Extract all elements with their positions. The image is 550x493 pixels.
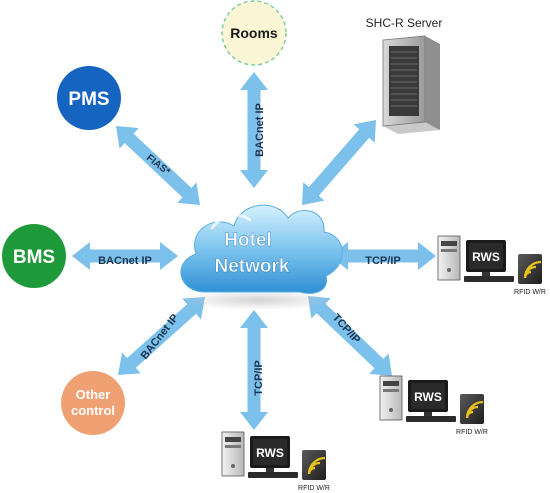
pms-node: PMS xyxy=(57,66,121,130)
rws-label: RWS xyxy=(256,446,284,460)
arrow-rws-bottom xyxy=(240,310,268,430)
monitor-icon xyxy=(406,380,456,422)
pc-tower-icon xyxy=(379,375,403,421)
link-label-bms: BACnet IP xyxy=(98,255,152,267)
pc-tower-icon xyxy=(437,235,461,281)
other-control-node: Other control xyxy=(61,371,125,435)
arrow-pms xyxy=(116,126,201,206)
server-rack-icon xyxy=(382,35,440,134)
hotel-network-cloud: Hotel Network xyxy=(178,204,343,310)
pc-tower-icon xyxy=(221,431,245,477)
rfid-reader-icon xyxy=(302,450,326,480)
other-label-line2: control xyxy=(71,403,115,418)
pms-label: PMS xyxy=(68,89,109,110)
rfid-label: RFID W/R xyxy=(514,289,546,296)
link-label-rws-right: TCP/IP xyxy=(365,255,400,267)
rooms-label: Rooms xyxy=(230,25,278,41)
link-label-other: BACnet IP xyxy=(139,312,182,362)
rws-label: RWS xyxy=(414,390,442,404)
arrow-other xyxy=(118,297,206,375)
monitor-icon xyxy=(248,436,298,478)
link-label-rws-bottom: TCP/IP xyxy=(253,360,265,395)
arrow-server xyxy=(302,119,377,205)
rfid-reader-icon xyxy=(518,254,542,284)
rfid-label: RFID W/R xyxy=(456,429,488,436)
monitor-icon xyxy=(464,240,514,282)
other-label-line1: Other xyxy=(76,387,111,402)
arrow-rooms xyxy=(240,72,268,188)
shc-r-server: SHC-R Server xyxy=(366,16,443,134)
arrow-rws-right xyxy=(330,242,436,270)
bms-node: BMS xyxy=(2,224,66,288)
arrow-bms xyxy=(72,242,178,270)
rooms-node: Rooms xyxy=(221,0,287,66)
rfid-label: RFID W/R xyxy=(298,485,330,492)
rws-workstation-bottom: RWS RFID W/R xyxy=(221,431,330,492)
rws-workstation-lower-right: RWS RFID W/R xyxy=(379,375,488,436)
hub-title-line2: Network xyxy=(215,256,290,277)
rfid-reader-icon xyxy=(460,394,484,424)
arrow-rws-lower-right xyxy=(308,296,393,376)
link-label-rooms: BACnet IP xyxy=(254,103,266,157)
hub-title-line1: Hotel xyxy=(224,230,272,251)
bms-label: BMS xyxy=(13,247,55,268)
rws-label: RWS xyxy=(472,250,500,264)
rws-workstation-right: RWS RFID W/R xyxy=(437,235,546,296)
server-label: SHC-R Server xyxy=(366,16,443,30)
